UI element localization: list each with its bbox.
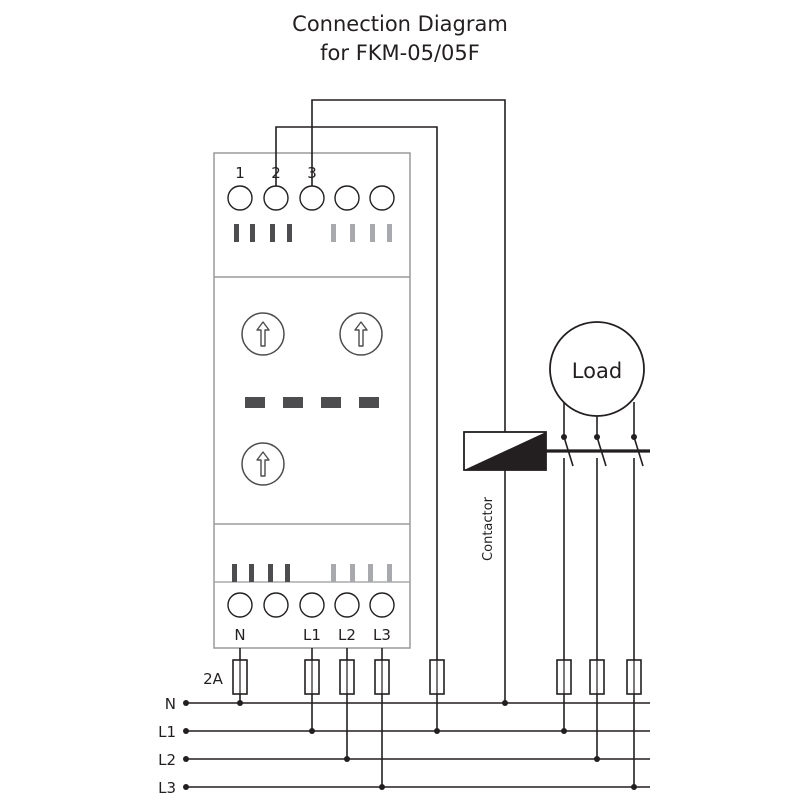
terminal-screw (334, 185, 360, 211)
contactor: Contactor (463, 431, 547, 561)
terminal-label-n: N (234, 626, 245, 644)
terminal-screw (263, 185, 289, 211)
line-label-l2: L2 (158, 751, 176, 769)
line-label-l3: L3 (158, 779, 176, 797)
line-label-n: N (165, 695, 176, 713)
terminal-screw (227, 592, 253, 618)
title-line-2: for FKM-05/05F (320, 41, 480, 65)
terminal-screw (334, 592, 360, 618)
bottom-indicator-bars (232, 564, 392, 582)
supply-lines: N L1 L2 L3 (158, 695, 650, 797)
line-label-l1: L1 (158, 723, 176, 741)
title-line-1: Connection Diagram (292, 12, 508, 36)
terminal-label-l1: L1 (303, 626, 321, 644)
relay-module: 1 2 3 (213, 152, 411, 649)
terminal-label-l3: L3 (373, 626, 391, 644)
terminal-screw (369, 185, 395, 211)
terminal-screw (263, 592, 289, 618)
status-led (359, 397, 379, 408)
terminal-label-1: 1 (235, 164, 245, 182)
fuses: 2A (203, 648, 642, 787)
adjustment-knob-icon[interactable] (241, 442, 285, 486)
terminal-screw (227, 185, 253, 211)
top-terminal-screws (227, 185, 395, 211)
adjustment-knob-icon[interactable] (339, 312, 383, 356)
wire-terminal-2 (275, 126, 438, 665)
status-led (283, 397, 303, 408)
wire-terminal-3 (311, 99, 506, 432)
terminal-screw (299, 185, 325, 211)
fuse-rating-label: 2A (203, 670, 224, 688)
load-label: Load (572, 359, 622, 383)
load-circuit: Load (546, 321, 650, 660)
relay-housing (213, 152, 411, 649)
diagram-title: Connection Diagram for FKM-05/05F (0, 10, 800, 68)
terminal-label-l2: L2 (338, 626, 356, 644)
control-wiring (275, 99, 506, 703)
status-leds (245, 397, 379, 408)
status-led (245, 397, 265, 408)
contactor-label: Contactor (481, 496, 496, 561)
adjustment-knob-icon[interactable] (241, 312, 285, 356)
bottom-terminal-screws (227, 592, 395, 618)
top-indicator-bars (234, 224, 392, 242)
status-led (321, 397, 341, 408)
terminal-screw (369, 592, 395, 618)
terminal-screw (299, 592, 325, 618)
contactor-fill (464, 432, 546, 470)
